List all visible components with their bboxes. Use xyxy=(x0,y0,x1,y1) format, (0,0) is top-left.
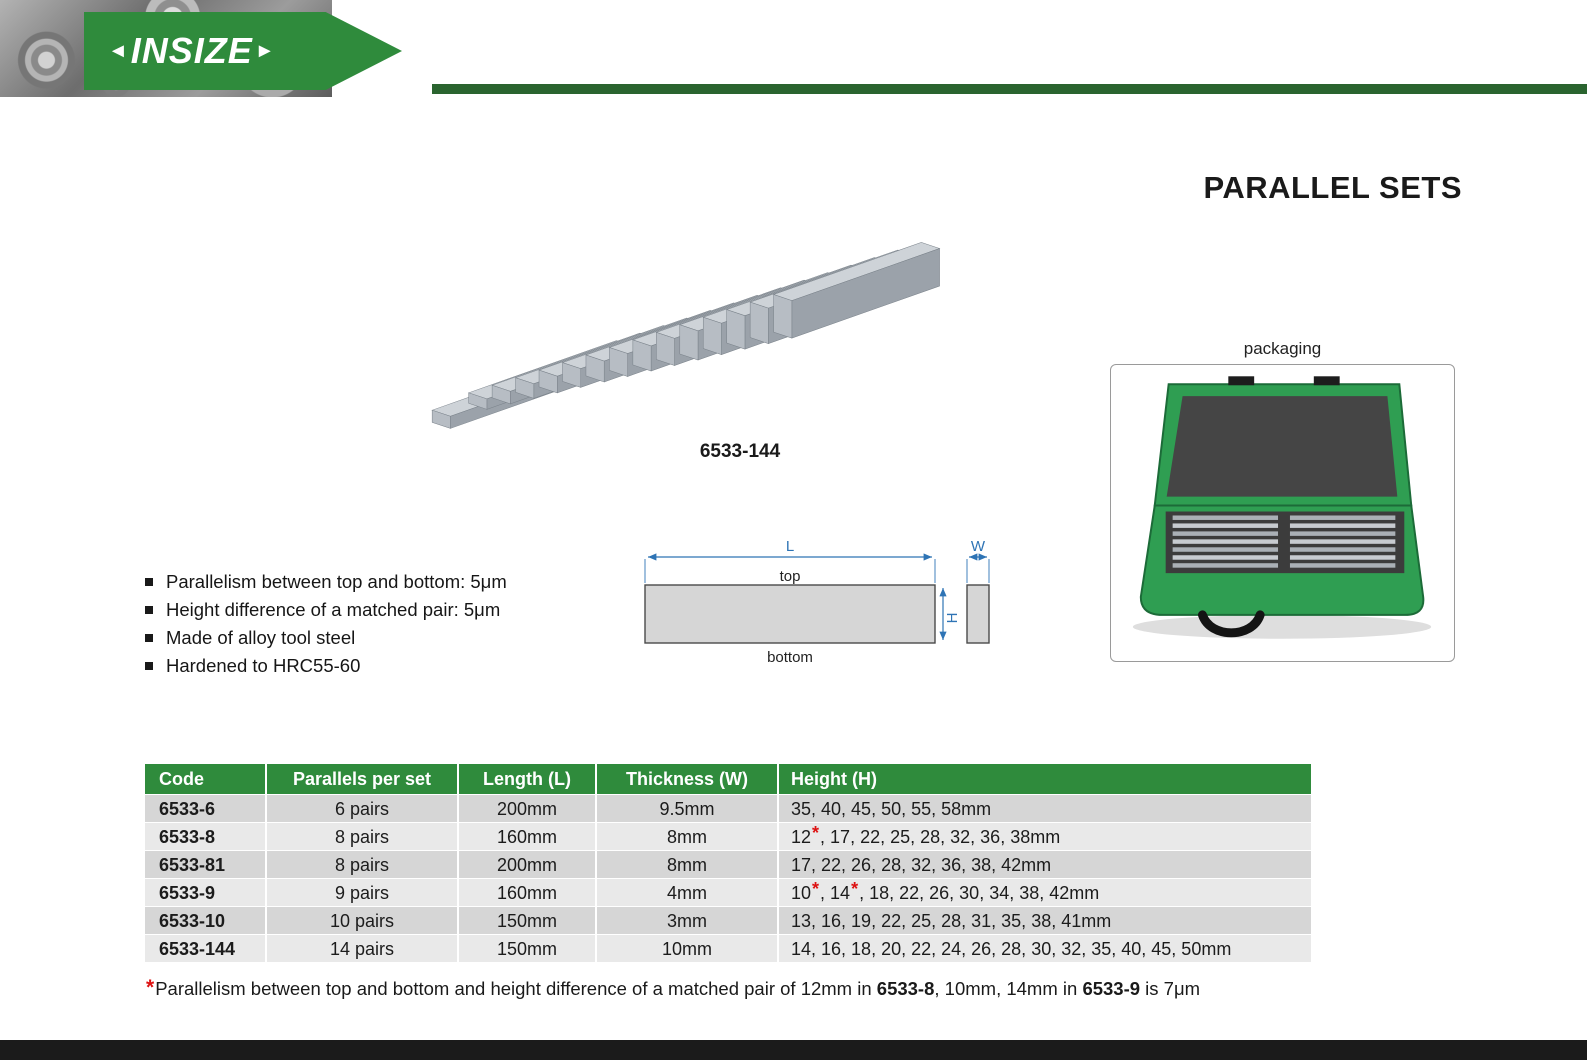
red-asterisk: * xyxy=(812,879,820,899)
length-cell: 160mm xyxy=(459,823,597,851)
feature-item: Made of alloy tool steel xyxy=(143,626,507,649)
length-cell: 150mm xyxy=(459,907,597,935)
height-cell: 13, 16, 19, 22, 25, 28, 31, 35, 38, 41mm xyxy=(779,907,1311,935)
code-cell: 6533-9 xyxy=(145,879,267,907)
code-cell: 6533-144 xyxy=(145,935,267,963)
diagram-label-W: W xyxy=(971,538,986,555)
code-cell: 6533-10 xyxy=(145,907,267,935)
text: , 10mm, 14mm in xyxy=(934,978,1083,999)
diagram-label-bottom: bottom xyxy=(767,649,813,666)
pairs-cell: 10 pairs xyxy=(267,907,459,935)
column-header: Thickness (W) xyxy=(597,764,779,795)
thickness-cell: 8mm xyxy=(597,851,779,879)
text: 13, 16, 19, 22, 25, 28, 31, 35, 38, 41mm xyxy=(791,911,1112,931)
text: Parallelism between top and bottom and h… xyxy=(155,978,877,999)
code-cell: 6533-6 xyxy=(145,795,267,823)
text: , 17, 22, 25, 28, 32, 36, 38mm xyxy=(820,827,1061,847)
height-cell: 12*, 17, 22, 25, 28, 32, 36, 38mm xyxy=(779,823,1311,851)
insize-logo: ◄ INSIZE ► xyxy=(108,30,276,72)
text: is 7μm xyxy=(1140,978,1201,999)
pairs-cell: 8 pairs xyxy=(267,851,459,879)
packaging-image xyxy=(1132,376,1432,639)
column-header: Height (H) xyxy=(779,764,1311,795)
insize-logo-banner: ◄ INSIZE ► xyxy=(84,12,402,90)
product-image xyxy=(431,242,941,429)
column-header: Length (L) xyxy=(459,764,597,795)
packaging-label: packaging xyxy=(1243,339,1322,358)
thickness-cell: 4mm xyxy=(597,879,779,907)
height-cell: 17, 22, 26, 28, 32, 36, 38, 42mm xyxy=(779,851,1311,879)
feature-item: Hardened to HRC55-60 xyxy=(143,654,507,677)
product-caption: 6533-144 xyxy=(699,441,781,462)
packaging-box xyxy=(1110,364,1455,662)
logo-right-arrow-icon: ► xyxy=(254,39,276,62)
logo-wordmark: INSIZE xyxy=(130,30,253,71)
bold-text: 6533-8 xyxy=(876,978,935,999)
page-title: PARALLEL SETS xyxy=(1203,170,1462,205)
header: ◄ INSIZE ► xyxy=(0,0,1587,100)
diagram-label-L: L xyxy=(786,538,794,555)
thickness-cell: 9.5mm xyxy=(597,795,779,823)
length-cell: 200mm xyxy=(459,851,597,879)
thickness-cell: 10mm xyxy=(597,935,779,963)
text: 17, 22, 26, 28, 32, 36, 38, 42mm xyxy=(791,855,1052,875)
dimension-diagram: L top bottom H W xyxy=(644,538,990,666)
red-asterisk: * xyxy=(146,976,155,999)
text: 35, 40, 45, 50, 55, 58mm xyxy=(791,799,992,819)
case-shadow xyxy=(1132,614,1432,639)
column-header: Code xyxy=(145,764,267,795)
text: , 18, 22, 26, 30, 34, 38, 42mm xyxy=(859,883,1100,903)
red-asterisk: * xyxy=(812,823,820,843)
case-lid-foam xyxy=(1166,396,1398,497)
footnote: *Parallelism between top and bottom and … xyxy=(145,976,1201,1001)
thickness-cell: 3mm xyxy=(597,907,779,935)
text: 12 xyxy=(791,827,812,847)
text: , 14 xyxy=(820,883,851,903)
column-header: Parallels per set xyxy=(267,764,459,795)
case-handle xyxy=(1197,610,1265,638)
length-cell: 150mm xyxy=(459,935,597,963)
code-cell: 6533-8 xyxy=(145,823,267,851)
text: 10 xyxy=(791,883,812,903)
bold-text: 6533-9 xyxy=(1082,978,1141,999)
case-latch-right xyxy=(1313,376,1340,386)
height-cell: 14, 16, 18, 20, 22, 24, 26, 28, 30, 32, … xyxy=(779,935,1311,963)
length-cell: 160mm xyxy=(459,879,597,907)
header-green-bar xyxy=(432,84,1587,94)
feature-item: Parallelism between top and bottom: 5μm xyxy=(143,570,507,593)
feature-item: Height difference of a matched pair: 5μm xyxy=(143,598,507,621)
parallel-side-view xyxy=(644,584,936,644)
pairs-cell: 6 pairs xyxy=(267,795,459,823)
code-cell: 6533-81 xyxy=(145,851,267,879)
height-cell: 35, 40, 45, 50, 55, 58mm xyxy=(779,795,1311,823)
diagram-label-top: top xyxy=(780,568,801,585)
red-asterisk: * xyxy=(851,879,859,899)
pairs-cell: 14 pairs xyxy=(267,935,459,963)
pairs-cell: 9 pairs xyxy=(267,879,459,907)
logo-left-arrow-icon: ◄ xyxy=(108,39,129,62)
case-latch-left xyxy=(1228,376,1255,386)
text: 14, 16, 18, 20, 22, 24, 26, 28, 30, 32, … xyxy=(791,939,1232,959)
footer-bar xyxy=(0,1040,1587,1060)
pairs-cell: 8 pairs xyxy=(267,823,459,851)
length-cell: 200mm xyxy=(459,795,597,823)
diagram-label-H: H xyxy=(944,613,961,624)
thickness-cell: 8mm xyxy=(597,823,779,851)
height-cell: 10*, 14*, 18, 22, 26, 30, 34, 38, 42mm xyxy=(779,879,1311,907)
parallel-end-view xyxy=(966,584,990,644)
